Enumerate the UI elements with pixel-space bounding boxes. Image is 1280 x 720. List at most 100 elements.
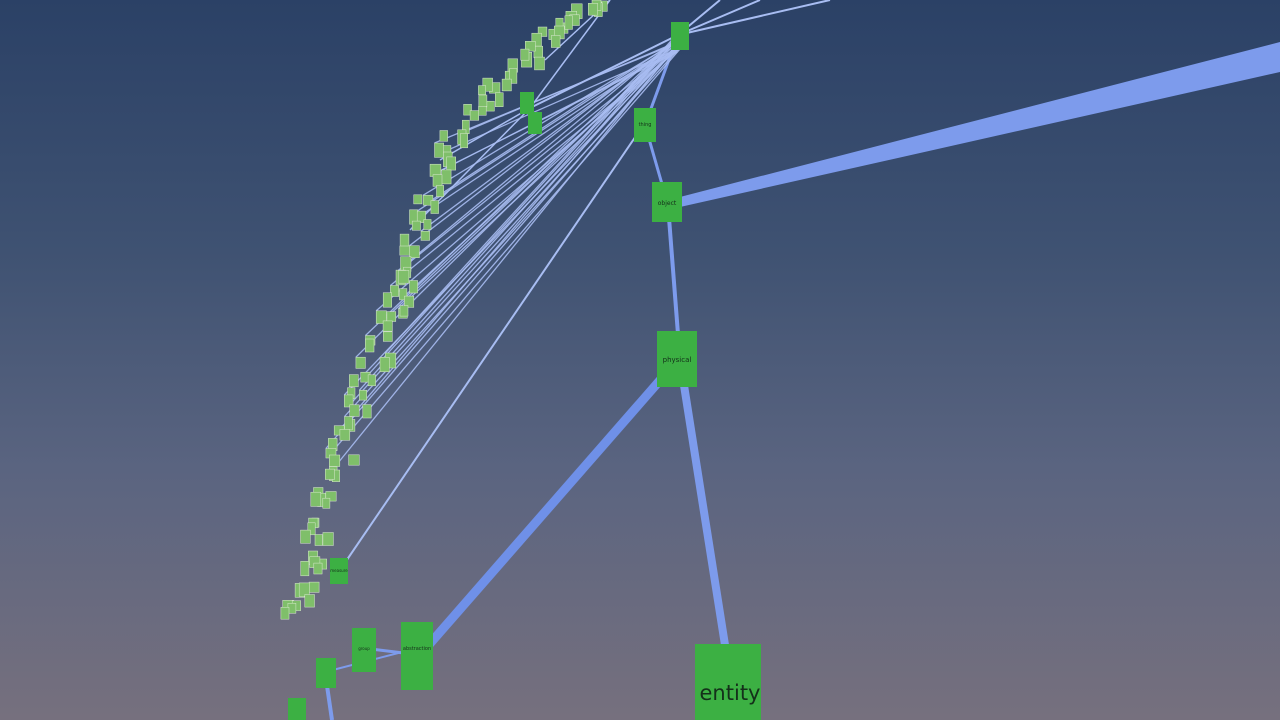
fan-edge xyxy=(349,41,681,406)
leaf-node[interactable] xyxy=(386,311,397,322)
leaf-node[interactable] xyxy=(397,270,410,284)
leaf-node[interactable] xyxy=(298,582,310,597)
leaf-node[interactable] xyxy=(416,210,426,223)
leaf-node[interactable] xyxy=(420,230,430,241)
leaf-node[interactable] xyxy=(349,374,359,388)
leaf-node[interactable] xyxy=(469,110,479,121)
leaf-node[interactable] xyxy=(383,331,393,342)
leaf-node[interactable] xyxy=(432,174,443,187)
leaf-node[interactable] xyxy=(280,607,290,620)
leaf-node[interactable] xyxy=(322,497,331,509)
leaf-node[interactable] xyxy=(382,292,392,308)
leaf-node[interactable] xyxy=(362,404,372,419)
leaf-node[interactable] xyxy=(478,85,486,95)
leaf-node[interactable] xyxy=(537,26,548,37)
graph-node[interactable]: group xyxy=(352,628,376,672)
leaf-node[interactable] xyxy=(382,320,393,332)
fan-edge xyxy=(325,47,677,449)
leaf-node[interactable] xyxy=(411,220,421,231)
leaf-node[interactable] xyxy=(344,416,353,431)
graph-node[interactable]: physical xyxy=(657,331,697,387)
node-label: thing xyxy=(639,122,652,128)
edge-wide-right xyxy=(680,42,1280,207)
graph-node[interactable]: thing xyxy=(634,108,656,142)
leaf-node[interactable] xyxy=(463,104,472,116)
leaf-node[interactable] xyxy=(300,561,310,577)
leaf-node[interactable] xyxy=(404,295,415,308)
leaf-node[interactable] xyxy=(313,562,323,575)
leaf-node[interactable] xyxy=(430,200,439,214)
leaf-node[interactable] xyxy=(551,35,561,48)
leaf-node[interactable] xyxy=(478,94,488,108)
leaf-node[interactable] xyxy=(434,142,444,158)
leaf-node[interactable] xyxy=(310,491,322,507)
fan-edge xyxy=(422,39,679,196)
leaf-node[interactable] xyxy=(365,338,375,353)
graph-node[interactable]: abstraction xyxy=(401,622,433,690)
graph-node[interactable] xyxy=(520,92,534,114)
leaf-node[interactable] xyxy=(339,429,351,441)
node-label: object xyxy=(658,200,677,207)
leaf-node[interactable] xyxy=(564,15,573,30)
leaf-node[interactable] xyxy=(329,454,341,467)
leaf-node[interactable] xyxy=(300,529,311,544)
leaf-node[interactable] xyxy=(423,219,432,230)
leaf-node[interactable] xyxy=(436,185,444,197)
edge-upper-b xyxy=(409,107,531,231)
leaf-node[interactable] xyxy=(325,468,335,480)
root-node-label: entity xyxy=(700,681,761,705)
leaf-node[interactable] xyxy=(413,194,423,205)
leaf-node[interactable] xyxy=(520,48,530,61)
leaf-node[interactable] xyxy=(409,280,418,294)
leaf-node[interactable] xyxy=(399,233,410,247)
leaf-node[interactable] xyxy=(399,245,411,256)
leaf-node[interactable] xyxy=(534,56,545,71)
leaf-node[interactable] xyxy=(495,92,504,107)
edge-hub1-to-sub xyxy=(339,129,641,571)
leaf-node[interactable] xyxy=(379,357,390,373)
leaf-node[interactable] xyxy=(441,169,452,185)
leaf-node[interactable] xyxy=(482,77,493,92)
leaf-node[interactable] xyxy=(409,245,420,258)
leaf-node[interactable] xyxy=(399,305,409,317)
leaf-node[interactable] xyxy=(588,3,598,16)
leaf-node[interactable] xyxy=(322,532,334,546)
leaf-node[interactable] xyxy=(348,454,360,466)
leaf-node[interactable] xyxy=(355,356,366,369)
leaf-node[interactable] xyxy=(344,394,354,408)
leaf-node[interactable] xyxy=(308,581,320,593)
leaf-node[interactable] xyxy=(367,374,376,387)
fan-edge xyxy=(430,42,673,202)
graph-node[interactable]: object xyxy=(652,182,682,222)
edge-hub0-top-a xyxy=(677,0,761,36)
leaf-node[interactable] xyxy=(390,285,399,297)
leaf-node[interactable] xyxy=(525,41,536,52)
graph-node[interactable] xyxy=(288,698,306,720)
leaf-node[interactable] xyxy=(399,288,408,301)
leaf-node[interactable] xyxy=(501,78,512,92)
leaf-node[interactable] xyxy=(422,194,434,206)
leaf-node[interactable] xyxy=(439,130,448,142)
graph-node[interactable]: measure xyxy=(330,558,348,584)
leaf-node[interactable] xyxy=(359,389,367,401)
graph-node[interactable] xyxy=(316,658,336,688)
edge-hub3-to-lower xyxy=(416,375,666,658)
leaf-node[interactable] xyxy=(446,156,456,171)
leaf-node[interactable] xyxy=(307,522,316,536)
node-label: group xyxy=(358,646,370,651)
leaf-node[interactable] xyxy=(304,594,315,608)
node-label: physical xyxy=(663,356,692,364)
leaf-node[interactable] xyxy=(325,491,337,502)
fan-edge xyxy=(416,39,681,212)
graph-node[interactable] xyxy=(671,22,689,50)
leaf-node[interactable] xyxy=(349,404,360,417)
graph-node[interactable] xyxy=(528,112,542,134)
leaf-node[interactable] xyxy=(509,68,518,84)
leaf-node[interactable] xyxy=(478,106,487,116)
fan-edge xyxy=(367,40,673,376)
leaf-node[interactable] xyxy=(314,534,323,546)
leaf-node[interactable] xyxy=(375,310,387,324)
leaf-node[interactable] xyxy=(460,133,468,149)
graph-node-root[interactable]: entity xyxy=(695,644,761,720)
